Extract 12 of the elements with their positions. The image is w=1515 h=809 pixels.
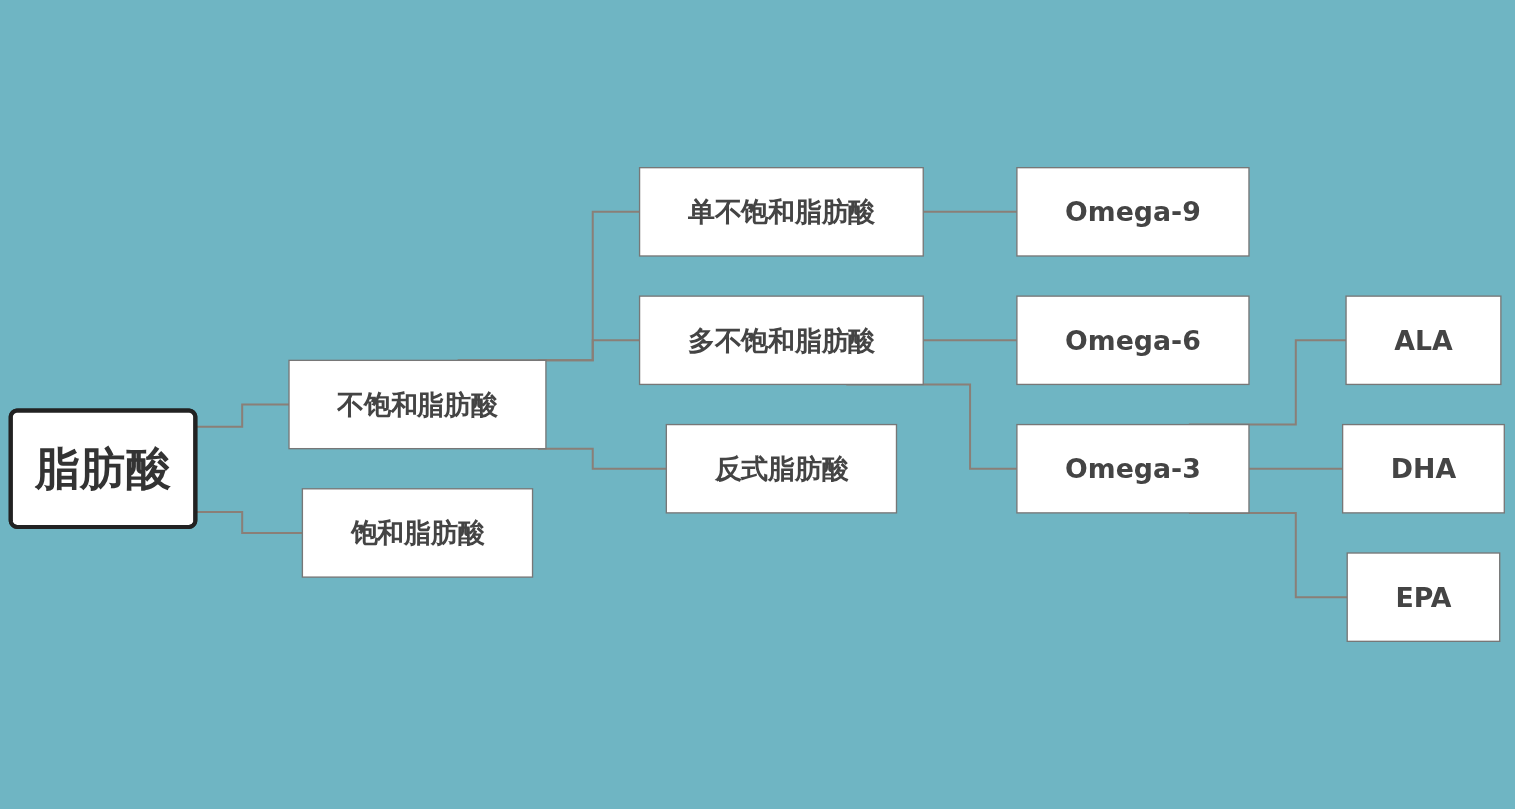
node-box: 不饱和脂肪酸 [288,359,547,450]
node-box: Omega-9 [1016,167,1250,257]
node-box: Omega-6 [1016,295,1250,386]
node-box: 多不饱和脂肪酸 [638,295,924,386]
node-box: Omega-3 [1016,423,1250,514]
connector [196,403,290,428]
node-box: ALA [1345,295,1502,386]
node-box: DHA [1341,423,1505,514]
node-box: 反式脂肪酸 [665,423,898,514]
node-box: 饱和脂肪酸 [301,488,534,578]
node-box: 单不饱和脂肪酸 [638,167,924,257]
node-box: EPA [1346,552,1501,642]
